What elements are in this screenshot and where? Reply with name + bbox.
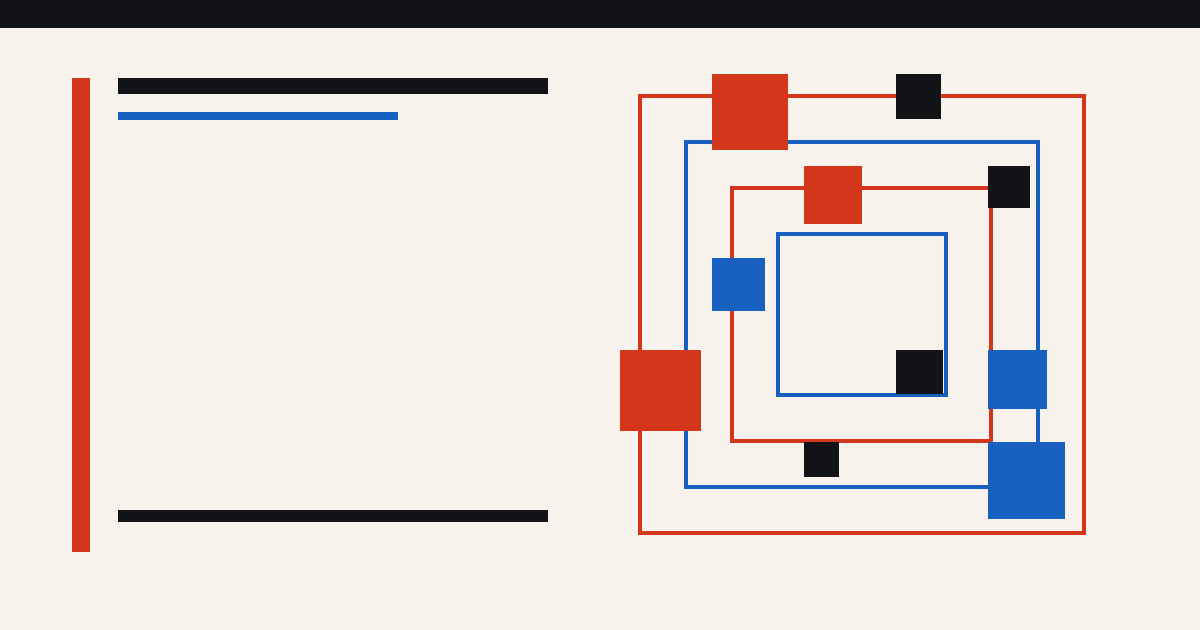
footer-rule: [118, 510, 548, 522]
block-4: [988, 166, 1030, 208]
frame-3: [730, 186, 993, 443]
block-6: [620, 350, 701, 431]
frame-4: [776, 232, 948, 397]
block-9: [804, 442, 839, 477]
block-5: [712, 258, 765, 311]
frame-2: [684, 140, 1040, 489]
block-10: [988, 442, 1065, 519]
subtitle-rule: [118, 112, 398, 120]
block-1: [712, 74, 788, 150]
frame-1: [638, 94, 1086, 535]
block-3: [804, 166, 862, 224]
top-band: [0, 0, 1200, 28]
block-2: [896, 74, 941, 119]
accent-bar: [72, 78, 90, 552]
frames-layer: [638, 94, 1086, 535]
block-8: [988, 350, 1047, 409]
block-7: [896, 350, 943, 394]
title-rule: [118, 78, 548, 94]
blocks-layer: [620, 74, 1065, 519]
